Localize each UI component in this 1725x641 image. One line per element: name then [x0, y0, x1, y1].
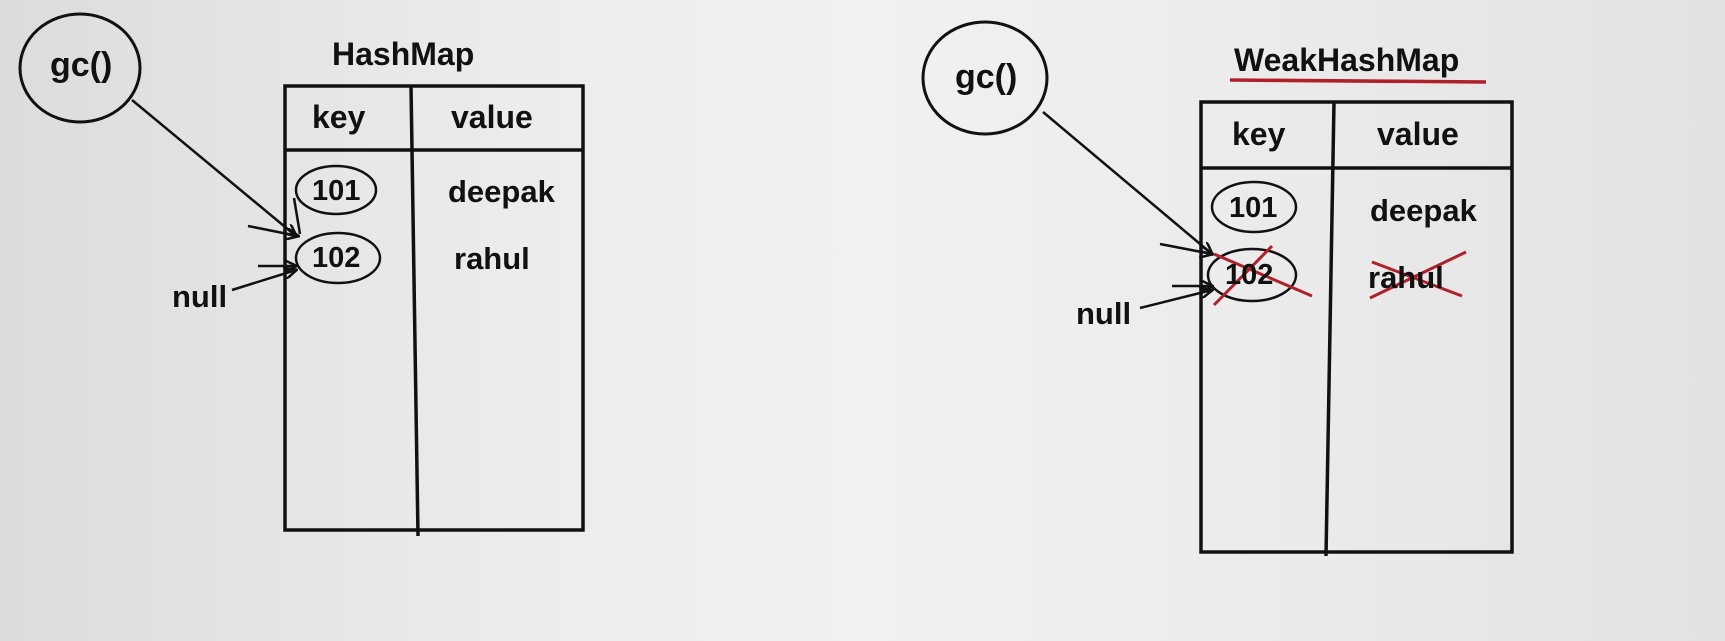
hashmap-header-value: value: [451, 99, 533, 135]
gc-circle-left: [18, 12, 142, 124]
gc-circle-right: [921, 20, 1049, 136]
reference-arrow-left-2: [292, 197, 302, 235]
weakhashmap-value-rahul: rahul: [1368, 260, 1444, 295]
weakhashmap-title: WeakHashMap: [1234, 42, 1460, 78]
gc-label-right: gc(): [955, 58, 1018, 96]
hashmap-value-deepak: deepak: [448, 174, 555, 209]
weakhashmap-column-divider: [1324, 101, 1336, 557]
key-102-oval-right: [1206, 247, 1298, 303]
weakhashmap-title-underline: [1229, 78, 1487, 84]
hashmap-table-outline: [283, 84, 585, 532]
gc-arrow-left: [131, 99, 296, 236]
weakhashmap-table-outline: [1199, 100, 1514, 554]
hashmap-column-divider: [409, 85, 420, 537]
gc-label-left: gc(): [50, 46, 113, 84]
key-101-oval-left: [294, 164, 378, 216]
reference-arrow-left-1: [247, 224, 298, 236]
null-label-left: null: [172, 279, 228, 314]
key-101-oval-right: [1210, 180, 1298, 234]
weakhashmap-header-key: key: [1232, 116, 1286, 152]
weakhashmap-value-deepak: deepak: [1370, 193, 1477, 228]
null-label-right: null: [1076, 296, 1132, 331]
reference-arrow-right-1: [1159, 242, 1212, 254]
strike-key-102-a: [1212, 244, 1274, 307]
hashmap-key-102: 102: [312, 242, 361, 274]
hashmap-title: HashMap: [332, 36, 475, 72]
hashmap-value-rahul: rahul: [454, 241, 530, 276]
weakhashmap-header-value: value: [1377, 116, 1459, 152]
strike-key-102-b: [1213, 252, 1313, 298]
weakhashmap-key-101: 101: [1229, 192, 1278, 224]
strike-value-rahul-a: [1369, 250, 1467, 300]
hashmap-key-101: 101: [312, 175, 361, 207]
hashmap-header-key: key: [312, 99, 366, 135]
weakhashmap-key-102: 102: [1225, 259, 1274, 291]
gc-arrow-right: [1042, 111, 1212, 254]
null-arrow-right-2: [1139, 290, 1212, 310]
strike-value-rahul-b: [1371, 260, 1463, 298]
key-102-oval-left: [294, 231, 382, 285]
null-arrow-left-2: [231, 270, 296, 292]
